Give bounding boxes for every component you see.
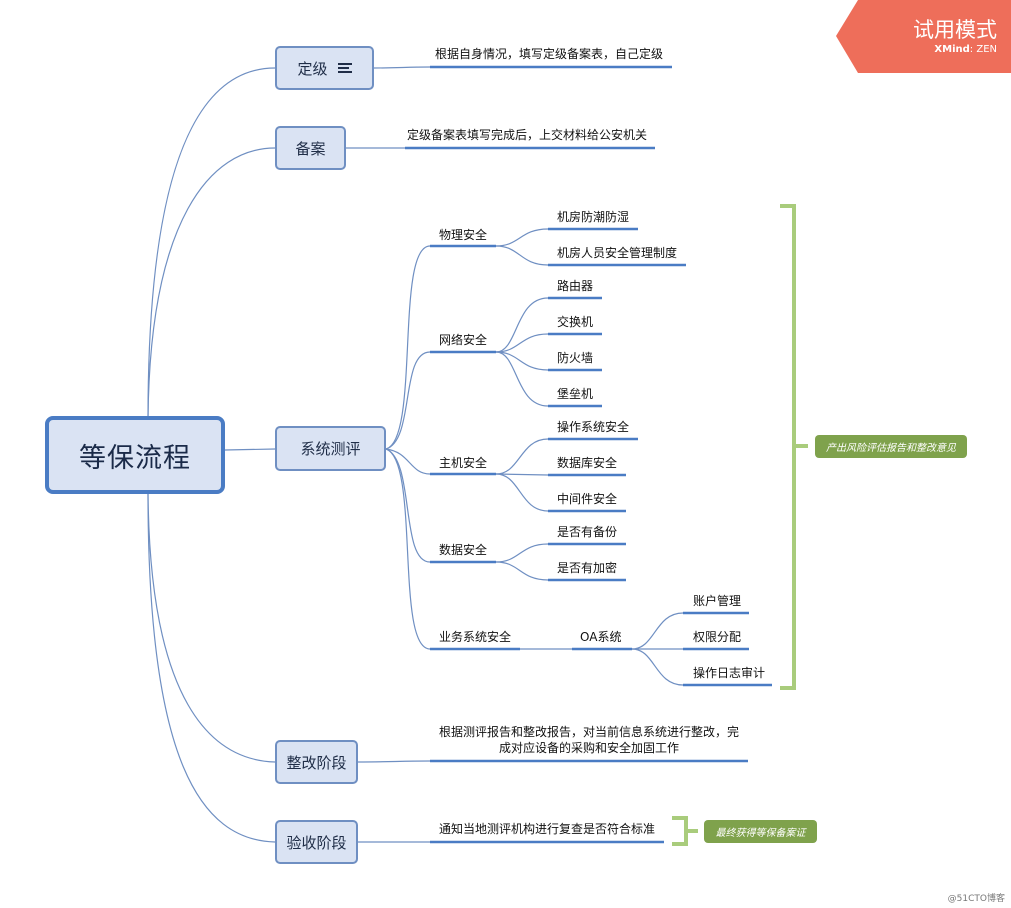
category-yewu[interactable]: 业务系统安全 — [439, 630, 512, 644]
summary-report[interactable]: 产出风险评估报告和整改意见 — [815, 435, 967, 458]
item-wangluo-1[interactable]: 路由器 — [557, 279, 594, 293]
watermark: @51CTO博客 — [947, 894, 1005, 904]
topic-zhenggai[interactable]: 整改阶段 — [275, 740, 358, 784]
note-zhenggai-line1: 根据测评报告和整改报告，对当前信息系统进行整改，完 — [438, 725, 739, 739]
item-wuli-1[interactable]: 机房防潮防湿 — [557, 210, 630, 224]
topic-dingji[interactable]: 定级 — [275, 46, 374, 90]
category-zhuji[interactable]: 主机安全 — [439, 456, 488, 470]
note-yanshou[interactable]: 通知当地测评机构进行复查是否符合标准 — [439, 822, 656, 836]
item-oa-3[interactable]: 操作日志审计 — [693, 666, 766, 680]
trial-mode-title: 试用模式 — [913, 18, 997, 42]
topic-xitong-ceping[interactable]: 系统测评 — [275, 426, 386, 471]
item-wangluo-4[interactable]: 堡垒机 — [557, 387, 594, 401]
item-oa-1[interactable]: 账户管理 — [693, 594, 742, 608]
notes-lines-icon — [337, 63, 352, 73]
item-zhuji-1[interactable]: 操作系统安全 — [557, 420, 630, 434]
trial-mode-banner: 试用模式 XMind: ZEN — [836, 0, 1011, 73]
item-shuju-1[interactable]: 是否有备份 — [557, 525, 618, 539]
xmind-brand-suffix: : ZEN — [969, 44, 997, 55]
item-wangluo-3[interactable]: 防火墙 — [557, 351, 594, 365]
note-zhenggai-line2: 成对应设备的采购和安全加固工作 — [498, 741, 679, 755]
xmind-brand: XMind: ZEN — [934, 44, 997, 55]
item-oa-2[interactable]: 权限分配 — [693, 630, 742, 644]
item-zhuji-3[interactable]: 中间件安全 — [557, 492, 618, 506]
category-shuju[interactable]: 数据安全 — [439, 543, 488, 557]
note-beian[interactable]: 定级备案表填写完成后，上交材料给公安机关 — [407, 128, 648, 142]
item-shuju-2[interactable]: 是否有加密 — [557, 561, 618, 575]
note-zhenggai[interactable]: 根据测评报告和整改报告，对当前信息系统进行整改，完 成对应设备的采购和安全加固工… — [436, 724, 742, 756]
root-topic[interactable]: 等保流程 — [45, 416, 225, 494]
topic-yanshou[interactable]: 验收阶段 — [275, 820, 358, 864]
item-wangluo-2[interactable]: 交换机 — [557, 315, 594, 329]
item-wuli-2[interactable]: 机房人员安全管理制度 — [557, 246, 678, 260]
topic-dingji-label: 定级 — [297, 59, 328, 78]
item-zhuji-2[interactable]: 数据库安全 — [557, 456, 618, 470]
topic-beian[interactable]: 备案 — [275, 126, 346, 170]
xmind-brand-name: XMind — [934, 44, 970, 55]
category-wuli[interactable]: 物理安全 — [439, 228, 488, 242]
category-wangluo[interactable]: 网络安全 — [439, 333, 488, 347]
note-dingji[interactable]: 根据自身情况，填写定级备案表，自己定级 — [435, 47, 664, 61]
summary-cert[interactable]: 最终获得等保备案证 — [704, 820, 817, 843]
category-oa[interactable]: OA系统 — [580, 630, 622, 644]
